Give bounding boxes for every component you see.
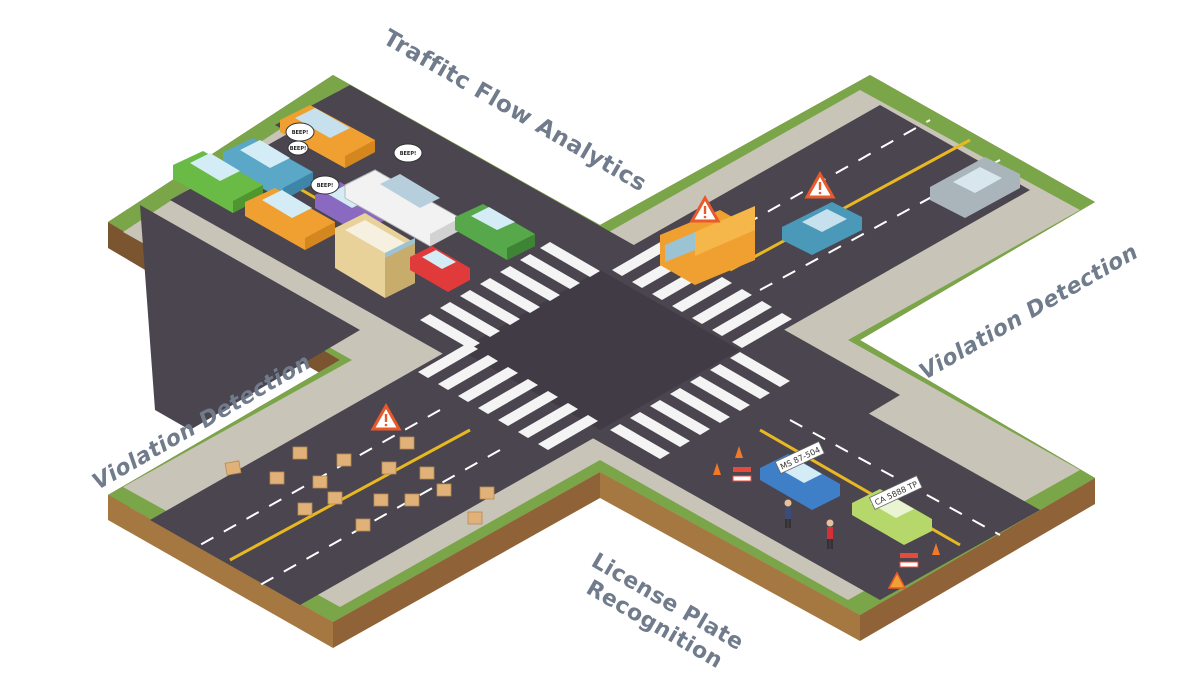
person-2 bbox=[826, 519, 834, 549]
car-orange-back bbox=[280, 105, 375, 168]
traffic-jam: BEEP! BEEP! BEEP! BEEP! bbox=[173, 105, 535, 298]
traffic-cone-1 bbox=[713, 463, 721, 475]
barrier-1 bbox=[732, 467, 752, 482]
car-blue bbox=[223, 138, 313, 200]
svg-text:BEEP!: BEEP! bbox=[400, 151, 417, 157]
svg-text:BEEP!: BEEP! bbox=[290, 146, 307, 152]
svg-text:BEEP!: BEEP! bbox=[292, 130, 309, 136]
beep-bubble-2: BEEP! bbox=[393, 143, 423, 163]
traffic-cone-2 bbox=[735, 446, 743, 458]
van-orange bbox=[660, 206, 755, 285]
beep-bubble-4: BEEP! bbox=[287, 140, 309, 156]
person-1 bbox=[784, 499, 792, 528]
beep-bubble-1: BEEP! bbox=[285, 122, 315, 142]
car-grey bbox=[930, 157, 1020, 218]
car-orange-front bbox=[245, 188, 335, 250]
crosswalk-sw bbox=[418, 343, 598, 450]
crosswalk-ne bbox=[612, 241, 792, 348]
traffic-cone-3 bbox=[932, 543, 940, 555]
scattered-boxes bbox=[224, 436, 495, 532]
crosswalk-nw bbox=[420, 242, 600, 349]
beep-bubble-3: BEEP! bbox=[310, 175, 340, 195]
warning-sign-accident bbox=[887, 571, 907, 589]
accident-scene: MS 87-504 CA 5888 TP bbox=[713, 440, 940, 589]
car-red bbox=[410, 246, 470, 292]
barrier-2 bbox=[899, 553, 919, 568]
crosswalk-se bbox=[610, 352, 790, 459]
warning-sign-car bbox=[804, 170, 836, 199]
van-beige bbox=[335, 213, 415, 298]
warning-sign-van bbox=[689, 194, 721, 223]
speeding-vehicles bbox=[660, 157, 1020, 285]
car-green-right bbox=[455, 204, 535, 260]
warning-sign-boxes bbox=[370, 402, 402, 431]
car-teal bbox=[782, 202, 862, 255]
car-green-left bbox=[173, 151, 263, 213]
svg-text:BEEP!: BEEP! bbox=[317, 183, 334, 189]
